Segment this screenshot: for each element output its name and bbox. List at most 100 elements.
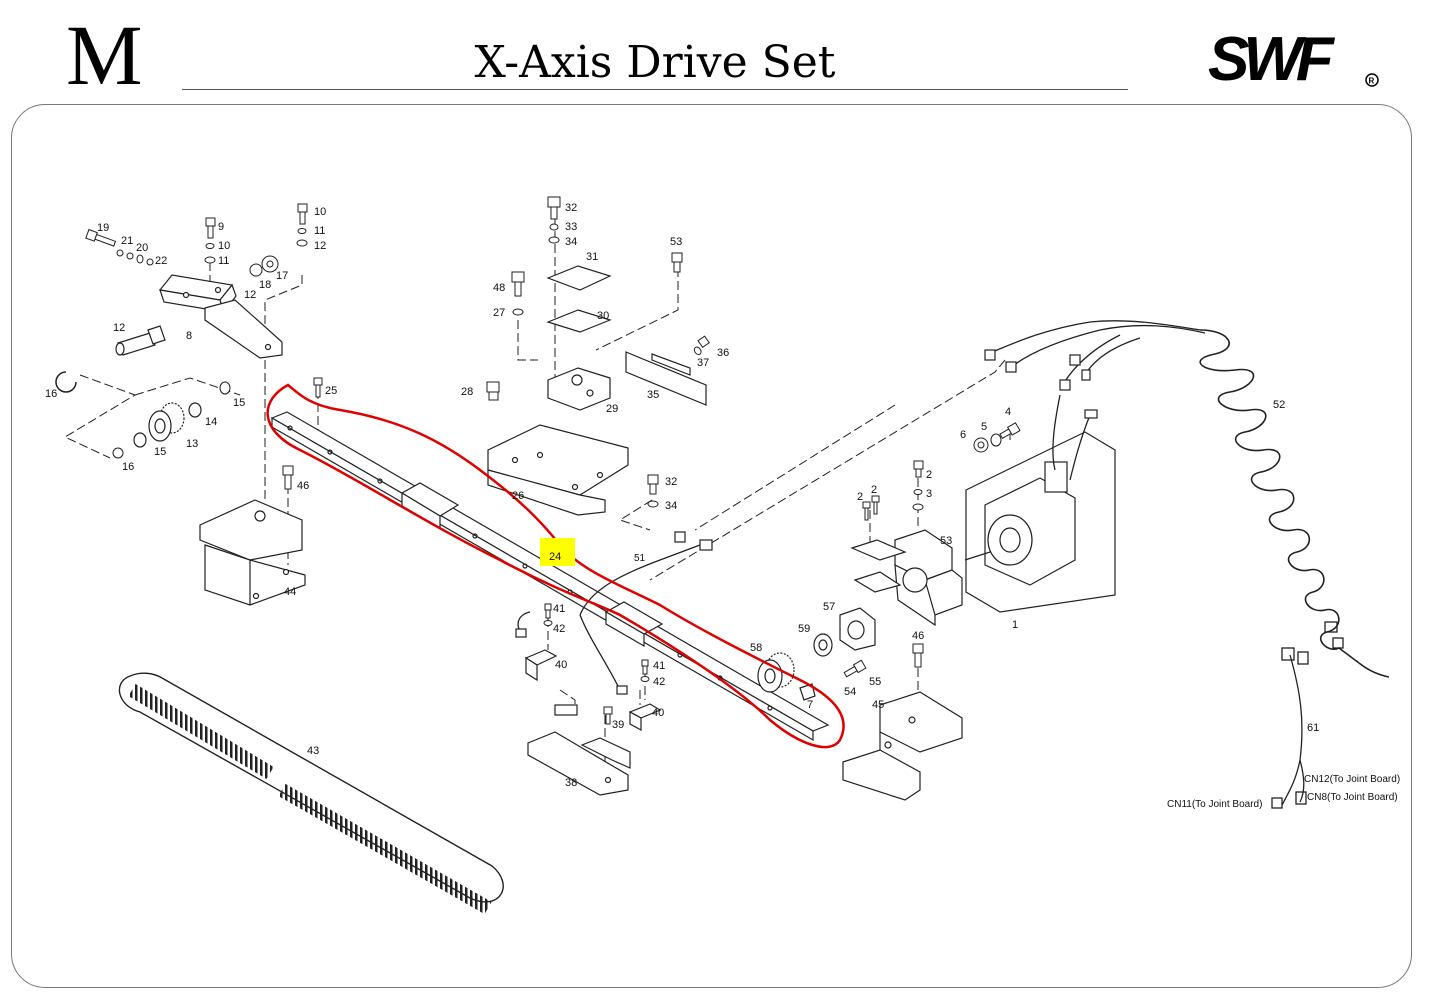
nut-icon [116,249,154,266]
bracket-40 [524,649,662,732]
callout: 7 [807,699,813,711]
hex-bolt-icon [511,271,525,297]
callout: 53 [670,236,682,248]
callout: 61 [1307,722,1319,734]
nut-icon [973,433,1002,453]
nut-icon [249,255,279,277]
callout: 53 [940,535,952,547]
hex-bolt-icon [843,659,867,678]
callout: 43 [307,745,319,757]
hex-bolt-icon [871,495,880,515]
washer-icon [112,381,231,459]
title-underline [182,89,1128,90]
callout: 2 [857,491,863,503]
callout: 12 [244,289,256,301]
callout: 36 [717,347,729,359]
callout: 21 [121,235,133,247]
callout: 26 [512,490,524,502]
hex-bolt-icon [671,252,683,273]
bracket-9 [158,274,283,359]
hex-bolt-icon [313,377,323,398]
callout: 10 [218,240,230,252]
callout: 44 [284,586,296,598]
callout: 15 [154,446,166,458]
callout: 33 [565,221,577,233]
hex-bolt-icon [297,203,308,225]
callout: 39 [612,719,624,731]
callout: 12 [113,322,125,334]
washer-icon [204,243,216,264]
callout: 15 [233,397,245,409]
washer-icon [912,489,924,511]
callout: 57 [823,601,835,613]
highlight-label-box [540,538,575,566]
cable-harness [517,320,1206,691]
callout: 31 [586,251,598,263]
hex-bolt-icon [913,460,924,478]
bracket-44 [199,499,306,606]
washer-icon [512,308,524,316]
callout: 2 [926,469,932,481]
callout: 58 [750,642,762,654]
callout: 4 [1005,406,1011,418]
hex-bolt-icon [862,501,871,521]
hex-bolt-icon [85,228,117,247]
callout: 11 [218,255,229,267]
drawing-frame [11,104,1412,988]
callout: 28 [461,386,473,398]
hex-bolt-icon [693,335,710,355]
callout: 3 [926,488,932,500]
highlight-circle [266,383,845,749]
hex-bolt-icon [486,381,500,401]
callout-labels: 1 2 2 2 3 4 5 6 7 8 9 10 10 11 11 12 12 … [45,202,1319,789]
callout: 48 [493,282,505,294]
callout: 5 [981,421,987,433]
callout: 42 [653,676,665,688]
block-29 [546,265,612,411]
callout: 51 [634,553,646,564]
callout: 18 [259,279,271,291]
hex-bolt-icon [205,217,216,239]
washer-icon [543,620,650,682]
base-45 [842,691,963,801]
callout: 59 [798,623,810,635]
fasteners [85,196,1021,725]
hex-bolt-icon [999,422,1021,440]
hex-bolt-icon [544,603,552,619]
cable-61 [1271,621,1344,809]
gear-pulley-icon [757,607,876,701]
swf-logo: SWF R [1208,28,1379,90]
callout: 41 [653,660,665,672]
linear-guide-rail-24 [270,411,830,742]
callout: 40 [555,659,567,671]
callout: 29 [606,403,618,415]
callout: 2 [871,484,877,496]
callout: 16 [122,461,134,473]
connector-label-cn12: CN12(To Joint Board) [1304,774,1400,785]
callout: 32 [565,202,577,214]
callout: 8 [186,330,192,342]
callout: 40 [652,707,664,719]
callout: 9 [218,221,224,233]
connector-label-cn11: CN11(To Joint Board) [1167,799,1262,810]
callout: 41 [553,603,565,615]
hex-bolt-icon [547,196,561,220]
washer-icon [548,223,560,244]
strip-35 [625,351,707,406]
timing-belt-icon [118,672,504,915]
callout: 35 [647,389,659,401]
e-clip-icon [55,371,77,393]
callout: 34 [565,236,577,248]
callout: 16 [45,388,57,400]
shaft-13 [115,325,166,356]
callout: 1 [1012,619,1018,631]
callout: 38 [565,777,577,789]
plate-26 [487,424,629,516]
callout: 11 [314,225,325,237]
hex-bolt-icon [647,474,659,495]
page-title: X-Axis Drive Set [474,37,836,88]
callout: 22 [155,255,167,267]
swf-logo-lettering: SWF [1208,28,1336,90]
callout: 52 [1273,399,1285,411]
